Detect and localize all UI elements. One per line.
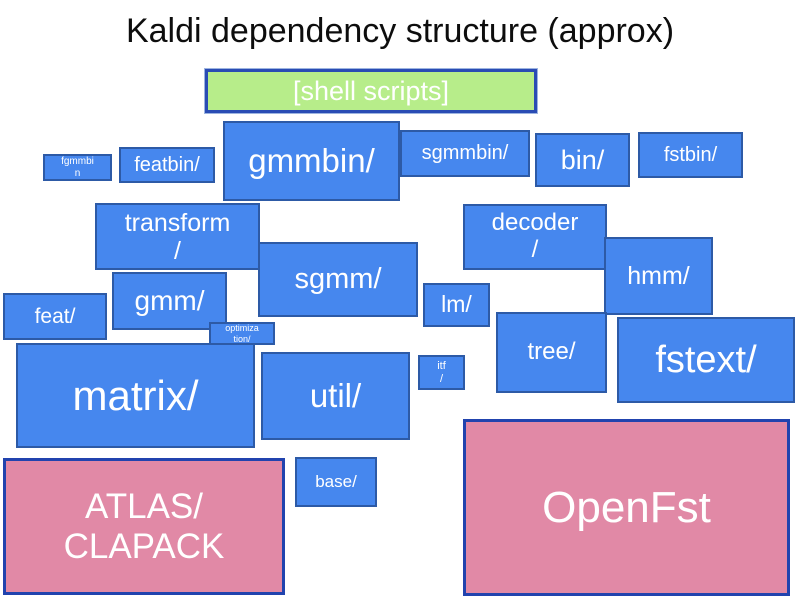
- module-box-shell-scripts: [shell scripts]: [205, 69, 537, 113]
- module-box-sgmm: sgmm/: [258, 242, 418, 317]
- module-label-util: util/: [309, 376, 362, 414]
- module-label-fgmmbin: fgmmbi n: [61, 156, 94, 179]
- module-box-fgmmbin: fgmmbi n: [43, 154, 112, 181]
- slide-title: Kaldi dependency structure (approx): [125, 12, 675, 50]
- module-label-gmm: gmm/: [134, 285, 205, 317]
- module-label-tree: tree/: [527, 338, 576, 366]
- module-box-gmmbin: gmmbin/: [223, 121, 400, 201]
- module-label-decoder: decoder /: [491, 209, 579, 263]
- module-box-optimization: optimiza tion/: [209, 322, 275, 345]
- module-box-util: util/: [261, 352, 410, 440]
- module-label-fstbin: fstbin/: [663, 143, 718, 166]
- module-label-sgmm: sgmm/: [294, 263, 382, 296]
- module-box-base: base/: [295, 457, 377, 507]
- module-box-lm: lm/: [423, 283, 490, 327]
- module-box-fstext: fstext/: [617, 317, 795, 403]
- module-label-transform: transform /: [124, 208, 231, 265]
- module-label-itf: itf /: [437, 360, 446, 385]
- module-box-itf: itf /: [418, 355, 465, 390]
- module-box-sgmmbin: sgmmbin/: [400, 130, 530, 177]
- module-label-feat: feat/: [34, 304, 76, 328]
- module-label-featbin: featbin/: [134, 153, 200, 176]
- module-box-hmm: hmm/: [604, 237, 713, 315]
- module-label-matrix: matrix/: [72, 371, 199, 419]
- module-label-shell-scripts: [shell scripts]: [292, 75, 450, 106]
- module-box-bin: bin/: [535, 133, 630, 187]
- module-label-bin: bin/: [560, 144, 605, 175]
- module-label-fstext: fstext/: [655, 338, 757, 381]
- module-label-optimization: optimiza tion/: [225, 323, 259, 344]
- module-box-matrix: matrix/: [16, 343, 255, 448]
- module-box-decoder: decoder /: [463, 204, 607, 270]
- module-box-openfst: OpenFst: [463, 419, 790, 596]
- module-box-feat: feat/: [3, 293, 107, 340]
- module-label-gmmbin: gmmbin/: [248, 141, 375, 179]
- module-box-transform: transform /: [95, 203, 260, 270]
- module-box-featbin: featbin/: [119, 147, 215, 183]
- module-box-atlas-clapack: ATLAS/ CLAPACK: [3, 458, 285, 595]
- module-box-tree: tree/: [496, 312, 607, 393]
- module-label-hmm: hmm/: [627, 262, 690, 290]
- module-label-atlas-clapack: ATLAS/ CLAPACK: [63, 487, 225, 566]
- module-label-openfst: OpenFst: [542, 482, 711, 532]
- module-label-base: base/: [315, 472, 357, 492]
- module-box-gmm: gmm/: [112, 272, 227, 330]
- module-label-lm: lm/: [441, 291, 472, 318]
- module-box-fstbin: fstbin/: [638, 132, 743, 178]
- module-label-sgmmbin: sgmmbin/: [421, 142, 509, 165]
